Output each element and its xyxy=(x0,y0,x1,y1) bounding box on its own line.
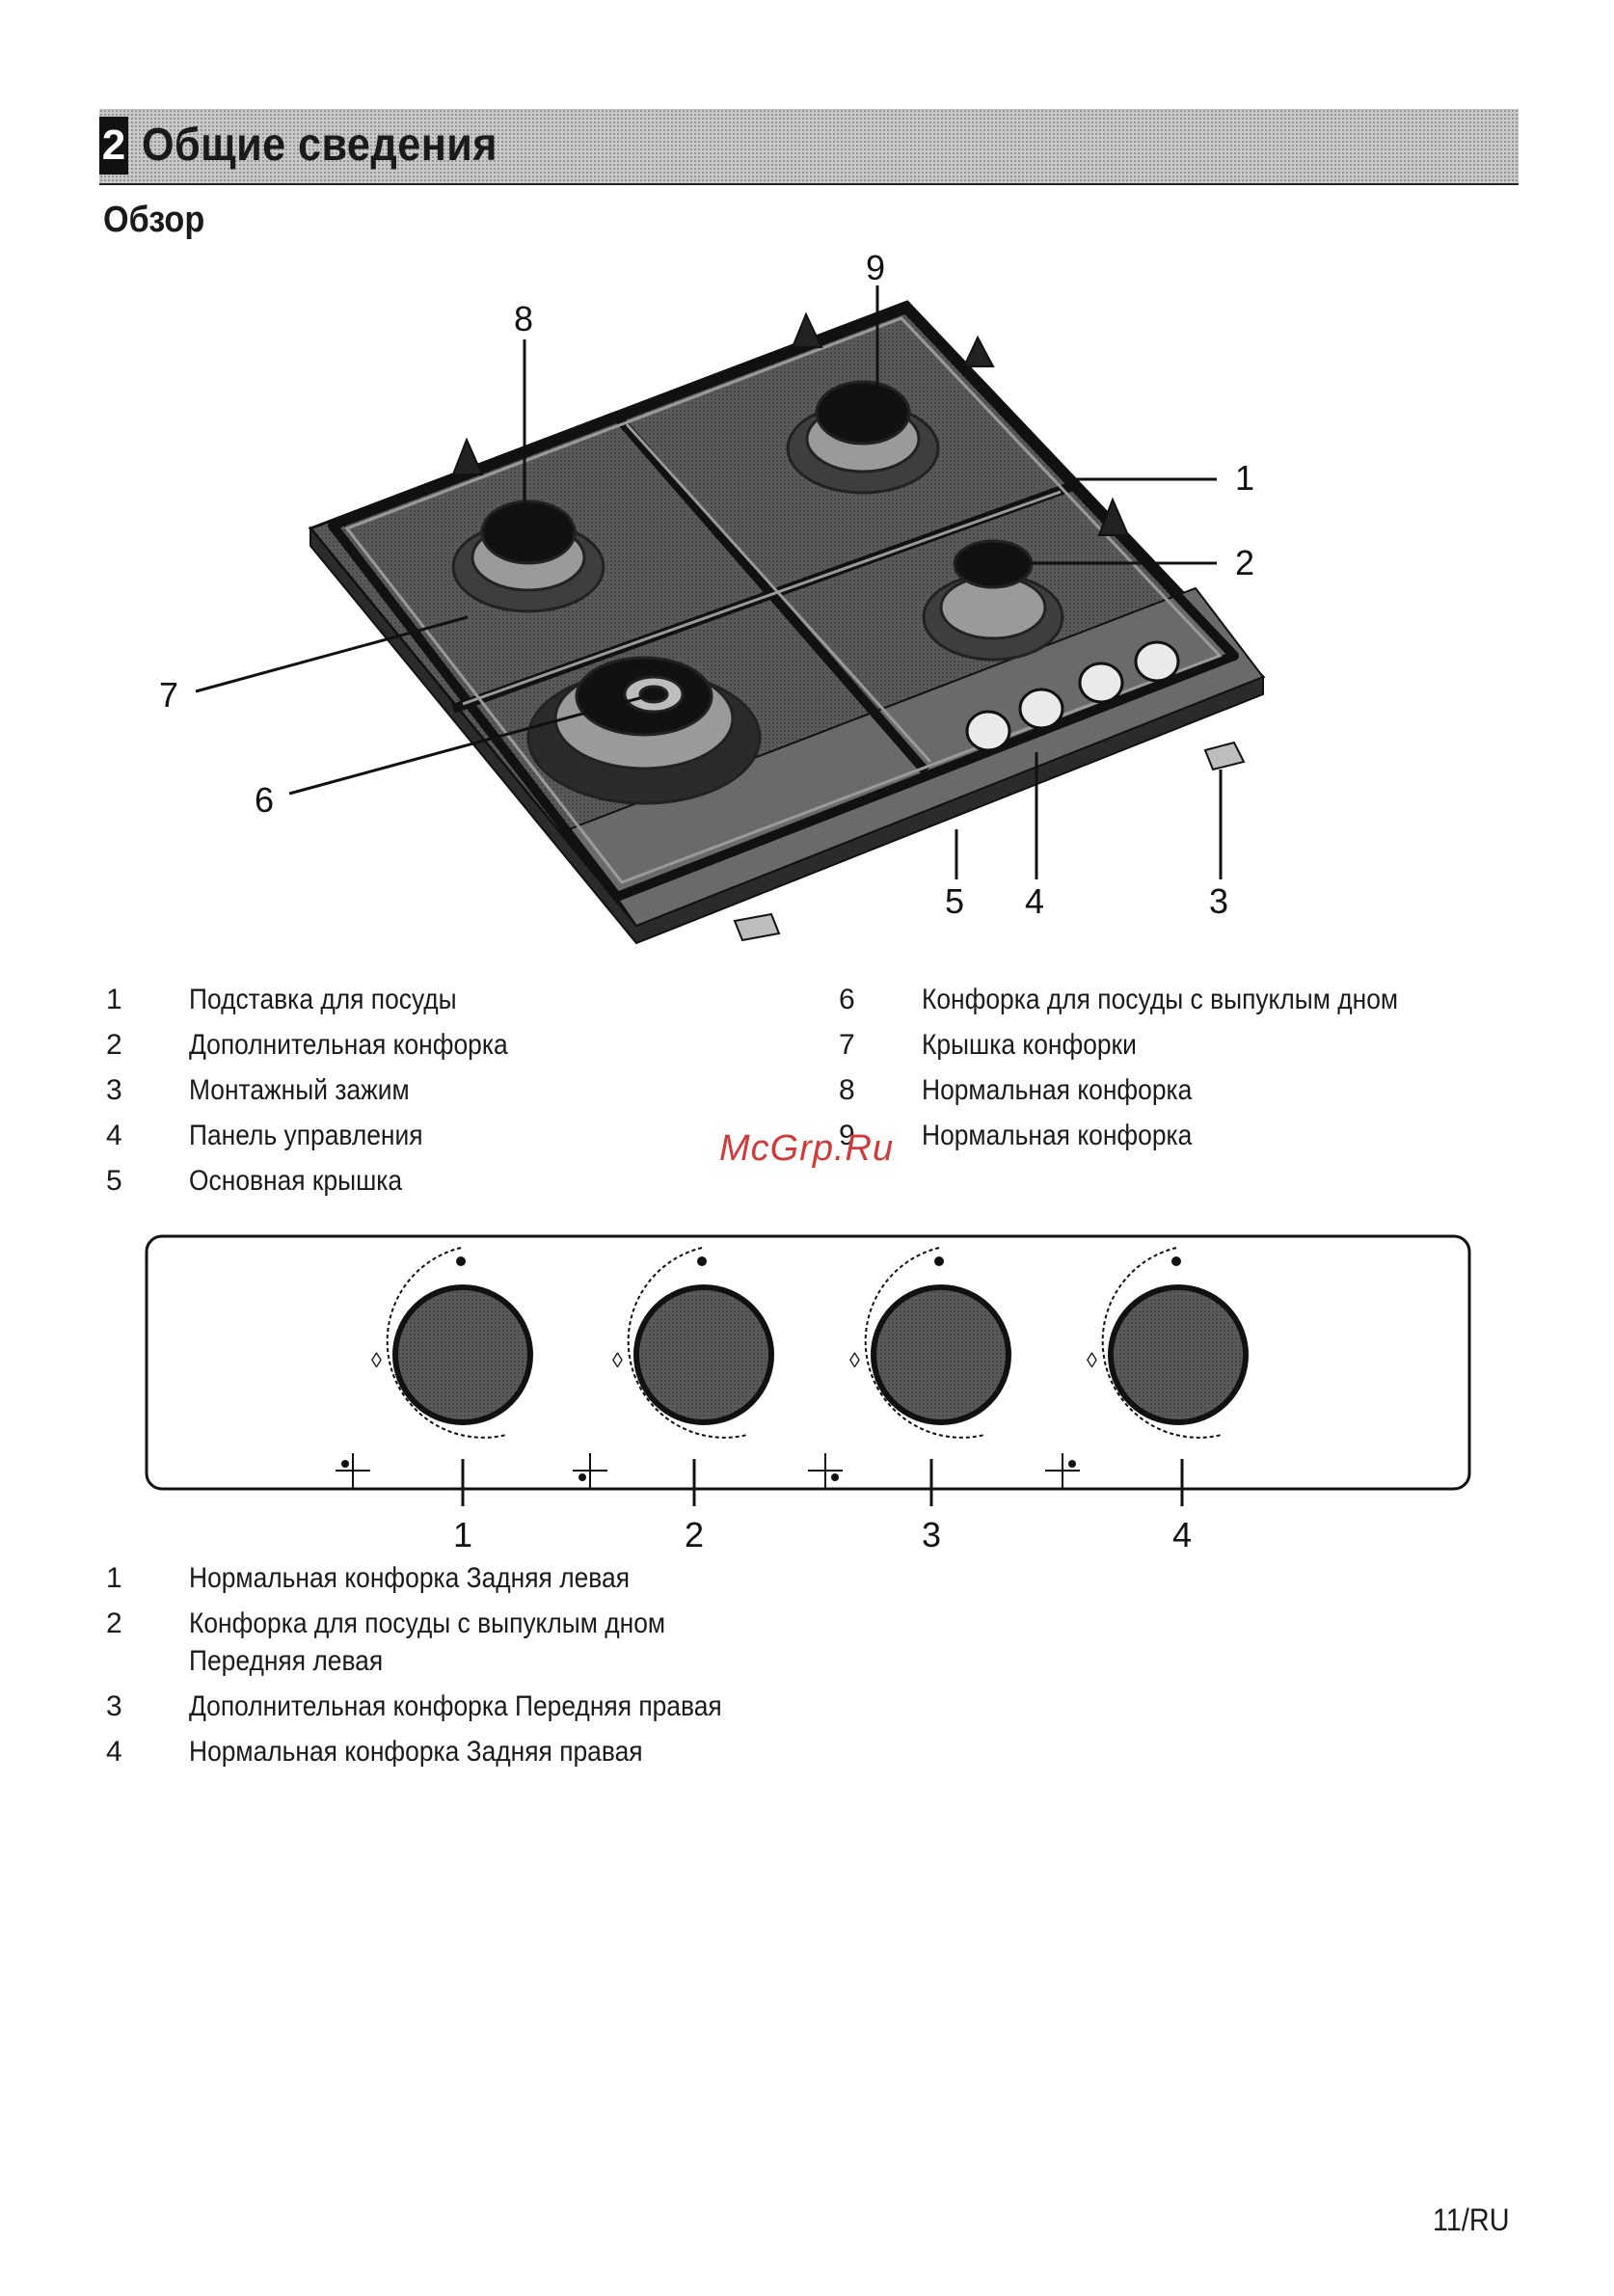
svg-text:◊: ◊ xyxy=(1087,1348,1097,1372)
burner-8 xyxy=(451,500,605,613)
burner-9 xyxy=(786,380,940,495)
knob-callout-4: 4 xyxy=(1172,1515,1192,1554)
chapter-title: Общие сведения xyxy=(142,120,498,171)
knob-callout-1: 1 xyxy=(453,1515,472,1554)
svg-text:◊: ◊ xyxy=(371,1348,382,1372)
callout-6: 6 xyxy=(255,780,274,820)
callout-7: 7 xyxy=(159,675,178,715)
knob-2: ◊ xyxy=(573,1247,774,1488)
hob-knobs xyxy=(965,640,1180,752)
knob-callout-2: 2 xyxy=(685,1515,704,1554)
svg-text:◊: ◊ xyxy=(849,1348,860,1372)
callout-1: 1 xyxy=(1235,458,1254,498)
callout-9: 9 xyxy=(866,248,885,287)
callout-2: 2 xyxy=(1235,543,1254,582)
watermark: McGrp.Ru xyxy=(719,1128,895,1169)
callout-3: 3 xyxy=(1209,881,1228,921)
knob-panel-diagram: ◊ ◊ ◊ ◊ 1 2 3 4 xyxy=(145,1234,1471,1554)
callout-5: 5 xyxy=(945,881,964,921)
chapter-header: 2 Общие сведения xyxy=(99,109,1519,185)
control-panel-outline xyxy=(145,1234,1471,1491)
knob-callout-3: 3 xyxy=(922,1515,941,1554)
chapter-number: 2 xyxy=(99,117,128,175)
knob-1: ◊ xyxy=(336,1247,533,1488)
callout-8: 8 xyxy=(514,299,533,338)
knob-3: ◊ xyxy=(808,1247,1011,1488)
hob-overview-diagram: 9 8 1 2 7 6 5 4 3 xyxy=(159,248,1266,945)
section-title: Обзор xyxy=(103,200,205,240)
callout-4: 4 xyxy=(1025,881,1044,921)
page-number: 11/RU xyxy=(1433,2202,1510,2237)
knob-4: ◊ xyxy=(1045,1247,1249,1488)
svg-text:◊: ◊ xyxy=(612,1348,623,1372)
